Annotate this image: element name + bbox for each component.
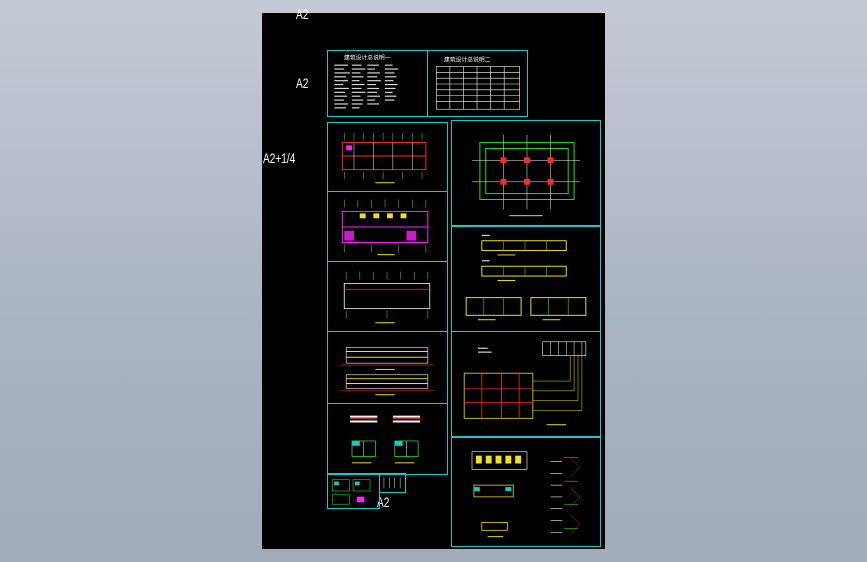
design-notes-table-right[interactable]: 建筑设计总说明二	[427, 50, 528, 117]
column-layout-drawing	[463, 341, 587, 426]
design-notes-right-title: 建筑设计总说明二	[444, 56, 491, 64]
elevations[interactable]	[327, 331, 448, 404]
ground-floor-plan-drawing	[341, 132, 427, 184]
design-notes-left-drawing: 建筑设计总说明一	[334, 54, 399, 109]
staircase-details-drawing	[471, 451, 581, 538]
foundation-plan-drawing	[472, 134, 580, 217]
staircase-details[interactable]	[451, 437, 601, 547]
sheet-label-top: A2	[296, 6, 309, 22]
elevations-drawing	[340, 347, 434, 396]
roof-plan-drawing	[343, 271, 431, 324]
sheet-label-second: A2	[296, 75, 309, 91]
sheet-label-bottom: A2	[377, 494, 390, 510]
column-layout-plan[interactable]	[451, 331, 601, 437]
ground-floor-plan[interactable]	[327, 122, 448, 192]
detail-sheet-tiny[interactable]	[379, 473, 406, 493]
foundation-plan[interactable]	[451, 120, 601, 226]
design-notes-right-drawing: 建筑设计总说明二	[435, 56, 520, 110]
roof-plan[interactable]	[327, 261, 448, 332]
detail-sheet-small[interactable]	[327, 473, 380, 509]
sections-drawing	[350, 415, 421, 464]
sheet-label-third: A2+1/4	[263, 150, 296, 166]
beam-elevations[interactable]	[451, 226, 601, 332]
drawing-sheet[interactable]: A2 A2 A2+1/4 A2 建筑设计总说明一 建筑设计总说明	[262, 7, 605, 549]
design-notes-table-left[interactable]: 建筑设计总说明一	[327, 50, 428, 117]
upper-floor-plan-drawing	[341, 199, 429, 256]
detail-tiny-drawing	[383, 477, 401, 489]
upper-floor-plan[interactable]	[327, 191, 448, 262]
detail-small-drawing	[331, 479, 371, 505]
design-notes-left-title: 建筑设计总说明一	[344, 54, 391, 62]
sections[interactable]	[327, 403, 448, 475]
beam-elevations-drawing	[465, 234, 587, 321]
